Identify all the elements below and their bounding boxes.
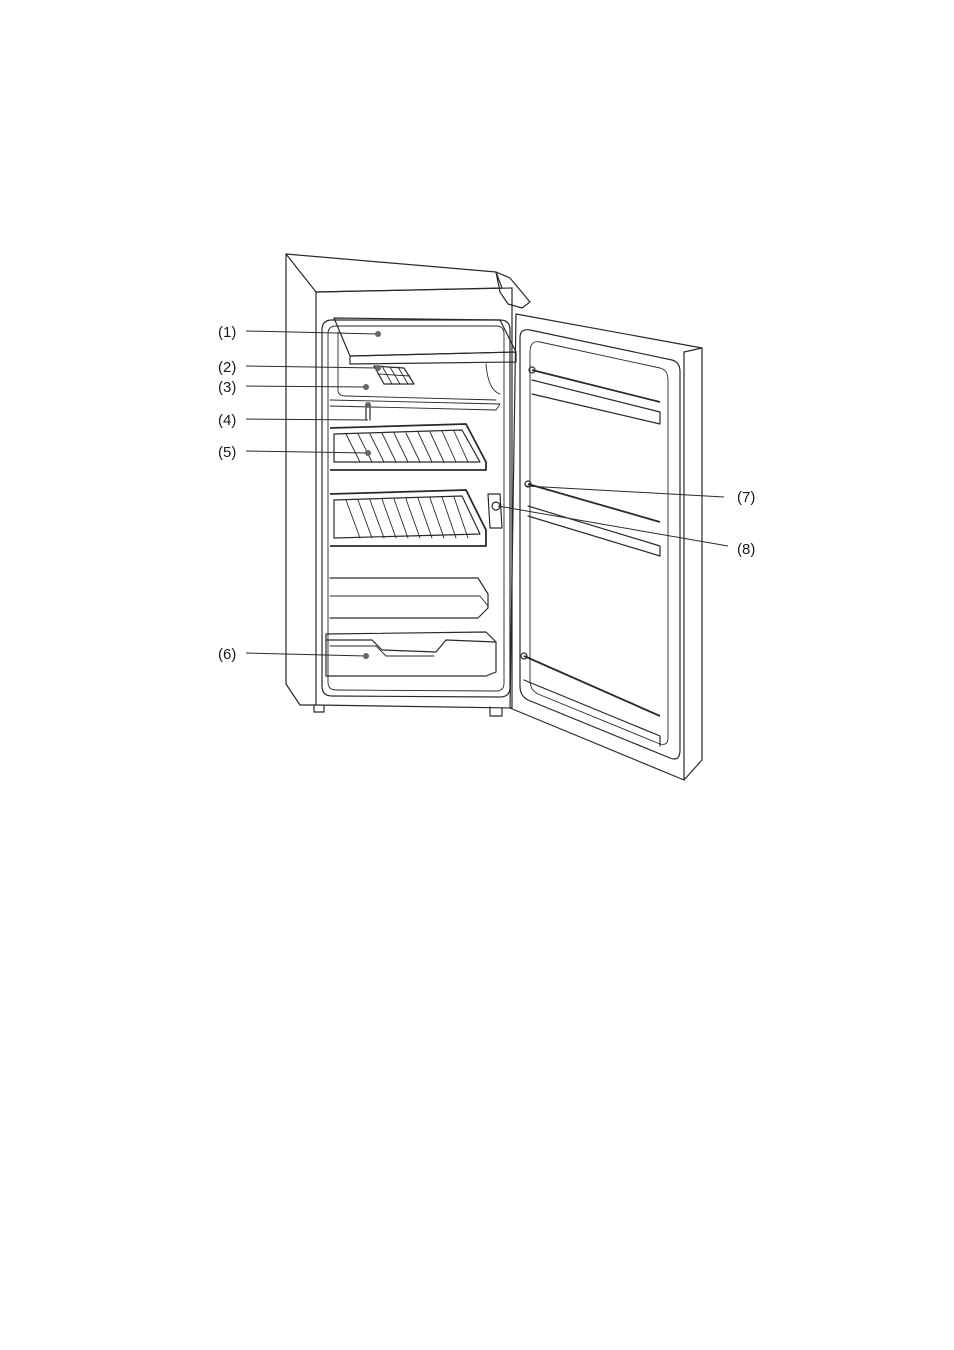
callout-label-2: (2)	[218, 359, 236, 376]
cabinet	[286, 254, 512, 716]
leader-line-2	[246, 366, 378, 368]
crisper-cover	[330, 578, 488, 618]
lower-wire-shelf	[330, 490, 486, 546]
door-switch	[488, 494, 502, 528]
callout-label-6: (6)	[218, 646, 236, 663]
leader-dot-2	[375, 365, 381, 371]
leader-line-1	[246, 331, 378, 334]
leader-line-4	[246, 419, 368, 420]
callout-labels: (1) (2) (3) (4) (5) (6) (7) (8)	[218, 324, 755, 663]
leader-line-6	[246, 653, 366, 656]
leader-dot-4	[365, 402, 371, 408]
door	[510, 314, 702, 780]
callout-label-4: (4)	[218, 412, 236, 429]
leader-dot-1	[375, 331, 381, 337]
leader-line-8	[498, 506, 728, 546]
upper-wire-shelf	[330, 424, 486, 470]
callout-label-7: (7)	[737, 489, 755, 506]
leader-line-5	[246, 451, 368, 453]
leader-dot-5	[365, 450, 371, 456]
leader-dot-3	[363, 384, 369, 390]
callout-label-8: (8)	[737, 541, 755, 558]
leader-dot-6	[363, 653, 369, 659]
crisper-drawer	[326, 632, 496, 676]
freezer-compartment	[330, 318, 516, 410]
leader-line-3	[246, 386, 366, 387]
top-hinge	[496, 272, 530, 308]
callout-label-1: (1)	[218, 324, 236, 341]
callout-label-5: (5)	[218, 444, 236, 461]
callout-label-3: (3)	[218, 379, 236, 396]
